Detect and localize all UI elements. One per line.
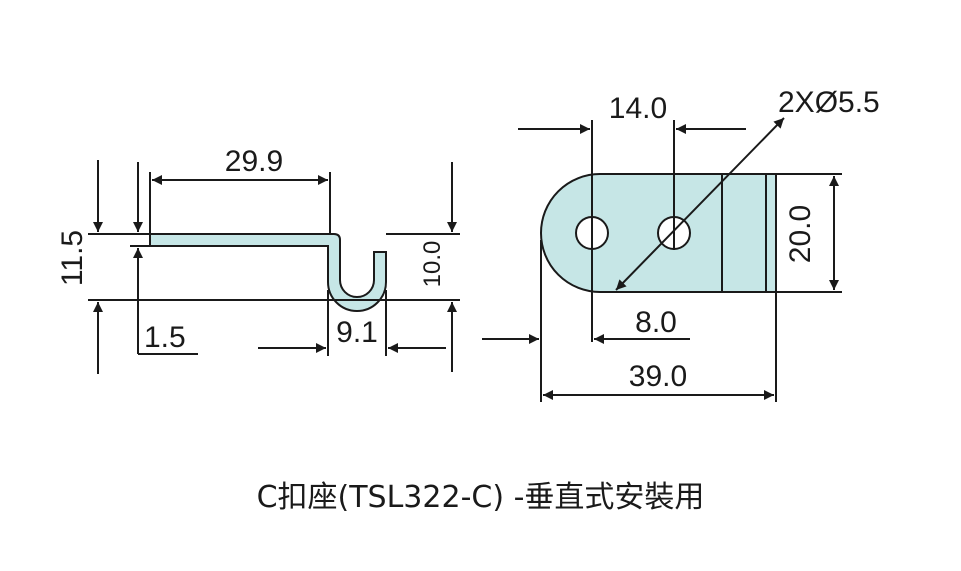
dim-39-0-label: 39.0 (629, 360, 687, 393)
hole-callout-leader (615, 117, 785, 291)
dim-20-0-label: 20.0 (784, 205, 817, 263)
dim-1-5-label: 1.5 (144, 321, 186, 354)
front-view: 14.0 2XØ5.5 20.0 8.0 39.0 (482, 86, 880, 402)
dim-29-9-label: 29.9 (225, 145, 283, 178)
drawing-caption: C扣座(TSL322-C) -垂直式安裝用 (256, 480, 705, 515)
dim-8-0-label: 8.0 (635, 306, 677, 339)
dim-14-0-label: 14.0 (609, 92, 667, 125)
side-view: 29.9 11.5 1.5 9.1 10.0 (56, 145, 460, 374)
hole-callout-label: 2XØ5.5 (778, 86, 880, 119)
dim-10-0-label: 10.0 (419, 241, 446, 288)
side-view-bracket (149, 233, 387, 312)
dim-11-5-label: 11.5 (56, 230, 89, 286)
dim-9-1-label: 9.1 (336, 316, 378, 349)
